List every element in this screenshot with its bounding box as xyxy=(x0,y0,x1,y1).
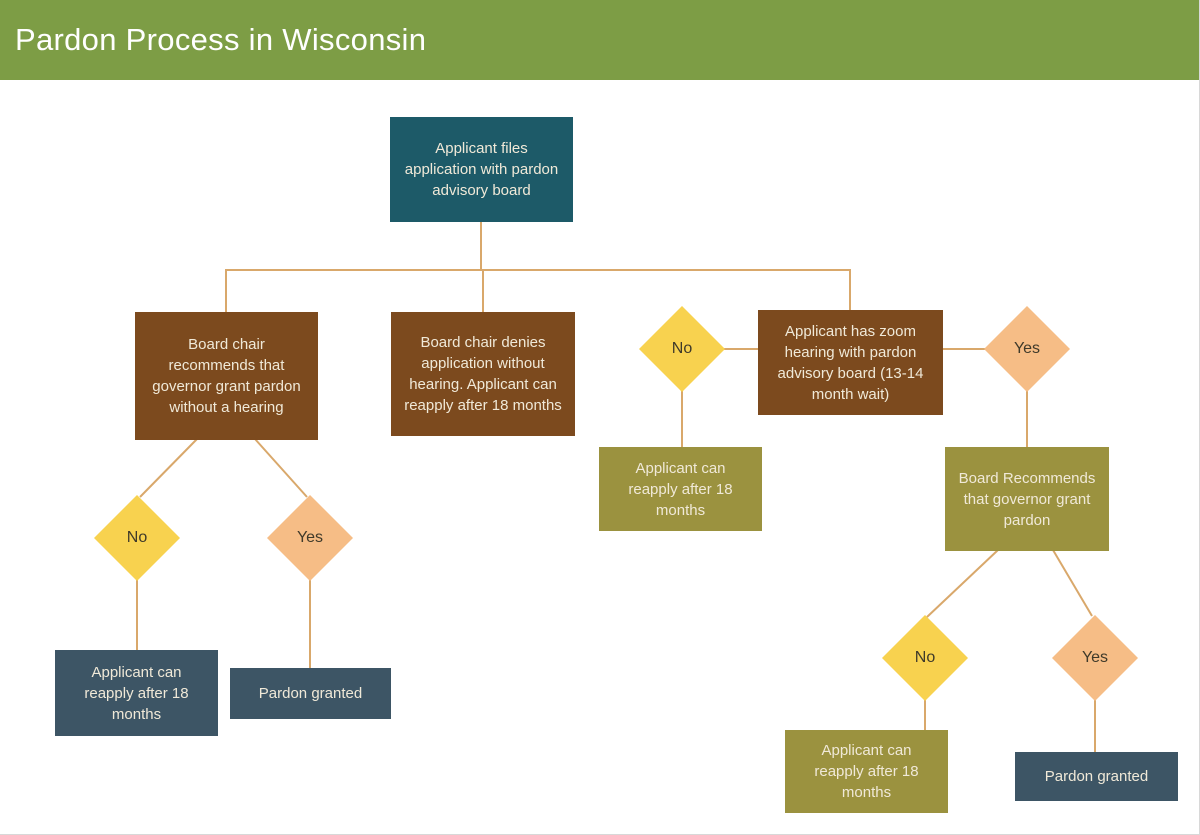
node-chair-denies: Board chair denies application without h… xyxy=(391,312,575,436)
node-chair-recommends: Board chair recommends that governor gra… xyxy=(135,312,318,440)
connector-line xyxy=(139,438,198,498)
node-chair-no-reapply: Applicant can reapply after 18 months xyxy=(55,650,218,736)
page-title: Pardon Process in Wisconsin xyxy=(15,22,427,57)
node-board-no-reapply: Applicant can reapply after 18 months xyxy=(785,730,948,813)
node-zoom-hearing: Applicant has zoom hearing with pardon a… xyxy=(758,310,943,415)
node-zoom-no-reapply: Applicant can reapply after 18 months xyxy=(599,447,762,531)
node-board-pardon-granted: Pardon granted xyxy=(1015,752,1178,801)
node-start: Applicant files application with pardon … xyxy=(390,117,573,222)
decision-board-no: No xyxy=(882,615,968,701)
decision-zoom-yes: Yes xyxy=(984,306,1070,392)
decision-board-yes: Yes xyxy=(1052,615,1138,701)
connector-line xyxy=(254,438,308,498)
node-board-recommends: Board Recommends that governor grant par… xyxy=(945,447,1109,551)
decision-chair-yes: Yes xyxy=(267,495,353,581)
page-header: Pardon Process in Wisconsin xyxy=(0,0,1199,80)
connector-line xyxy=(1052,549,1093,617)
connector-line xyxy=(926,549,999,618)
node-chair-pardon-granted: Pardon granted xyxy=(230,668,391,719)
decision-zoom-no: No xyxy=(639,306,725,392)
decision-chair-no: No xyxy=(94,495,180,581)
